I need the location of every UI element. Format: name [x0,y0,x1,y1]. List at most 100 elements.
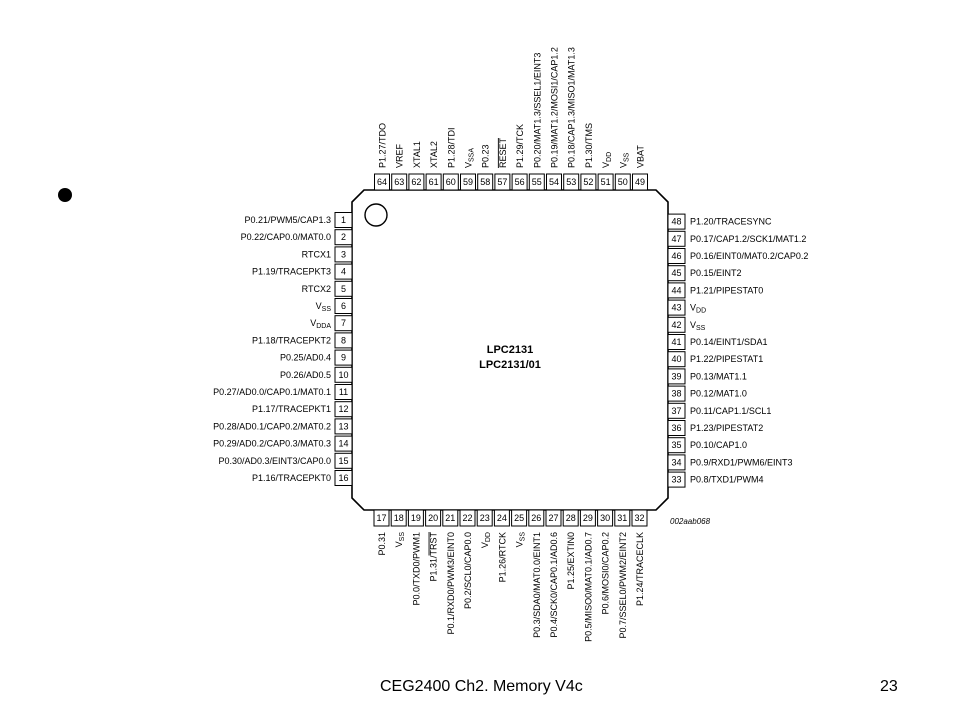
pin-box [407,509,424,527]
pin-box [667,471,686,488]
pin-label: P0.29/AD0.2/CAP0.3/MAT0.3 [213,439,331,449]
pin-label: P1.21/PIPESTAT0 [690,285,763,295]
pin-number: 61 [429,177,439,187]
pin-label: P1.30/TMS [584,123,594,168]
pin-box [334,263,353,280]
pin-label: P1.20/TRACESYNC [690,217,772,227]
pin-label: P0.23 [481,144,491,168]
pin-label: P1.22/PIPESTAT1 [690,354,763,364]
pin-number: 58 [480,177,490,187]
pin-number: 25 [514,513,524,523]
pin-label: P0.22/CAP0.0/MAT0.0 [241,232,331,242]
pin-box [425,509,442,527]
pin-label: P0.12/MAT1.0 [690,389,747,399]
pin-label: P0.7/SSEL0/PWM2/EINT2 [618,532,628,639]
pin-label: P1.29/TCK [515,124,525,168]
pin-box [334,315,353,332]
pin-number: 28 [566,513,576,523]
pin-number: 7 [341,318,346,328]
pin-box [334,280,353,297]
pin-number: 47 [671,234,681,244]
pin-box [614,509,631,527]
pin-number: 40 [671,354,681,364]
pin-box [614,173,631,191]
pin-label: P0.8/TXD1/PWM4 [690,475,764,485]
pin-label: VDD [601,152,613,168]
pin-number: 39 [671,371,681,381]
pin-number: 63 [394,177,404,187]
pin-label: RESET [498,137,508,168]
pin-number: 36 [671,423,681,433]
pin-label: RTCX1 [302,249,331,259]
pin-number: 53 [566,177,576,187]
pin-label: P1.16/TRACEPKT0 [252,473,331,483]
pin-box [667,213,686,230]
pin-label: P0.18/CAP1.3/MISO1/MAT1.3 [567,47,577,168]
pin-label: VREF [395,143,405,168]
pin-number: 26 [531,513,541,523]
pin-label: XTAL1 [412,141,422,168]
pin-label: P0.25/AD0.4 [280,353,331,363]
pin-number: 22 [462,513,472,523]
pin-number: 48 [671,217,681,227]
pin-label: P0.14/EINT1/SDA1 [690,337,768,347]
pin-number: 9 [341,353,346,363]
pin-label: P0.17/CAP1.2/SCK1/MAT1.2 [690,234,806,244]
pin-number: 43 [671,303,681,313]
chip-name-line1: LPC2131 [487,344,533,356]
pin-label: VSS [515,532,527,548]
pin-box [631,509,648,527]
pin-box [580,173,597,191]
pin-box [408,173,425,191]
pin-number: 46 [671,251,681,261]
pin-number: 37 [671,406,681,416]
pin-number: 12 [338,404,348,414]
pin-box [334,401,353,418]
slide-number: 23 [880,678,898,695]
pin-number: 5 [341,284,346,294]
pin-box [667,316,686,333]
pin-box [667,420,686,436]
pin-number: 33 [671,475,681,485]
pin-label: P1.27/TDO [378,123,388,168]
pin-number: 49 [635,177,645,187]
pin-box [425,173,442,191]
pin-label: VSS [316,301,332,313]
pin-number: 59 [463,177,473,187]
pin-number: 16 [338,473,348,483]
pin-number: 13 [338,421,348,431]
pin-number: 57 [497,177,507,187]
pin-box [528,173,545,191]
pin-label: VDD [480,532,492,548]
pin-number: 62 [411,177,421,187]
pin-label: P1.26/RTCK [497,532,507,582]
pin-label: P1.18/TRACEPKT2 [252,335,331,345]
pin-label: P0.1/RXD0/PWM3/EINT0 [446,532,456,635]
pin1-indicator [364,203,388,227]
pin-number: 2 [341,232,346,242]
pin-label: VSS [618,152,630,168]
pin-box [667,454,686,471]
pin-label: VSS [394,532,406,548]
pin-box [632,173,648,191]
pin-box [494,173,511,191]
pin-box [334,366,353,383]
pin-number: 31 [617,513,627,523]
pin-box [667,248,686,264]
pin-box [334,246,353,263]
pin-box [477,173,494,191]
pin-label: P0.19/MAT1.2/MOSI1/CAP1.2 [550,47,560,168]
pin-box [667,385,686,402]
pin-box [442,509,459,527]
pin-box [545,509,562,527]
pin-box [667,402,686,419]
pin-number: 60 [446,177,456,187]
pin-label: P0.0/TXD0/PWM1 [411,532,421,606]
pin-label: P0.31 [377,532,387,556]
pin-box [597,509,614,527]
pin-box [442,173,459,191]
pin-box [667,265,686,282]
pin-number: 3 [341,249,346,259]
pin-number: 20 [428,513,438,523]
